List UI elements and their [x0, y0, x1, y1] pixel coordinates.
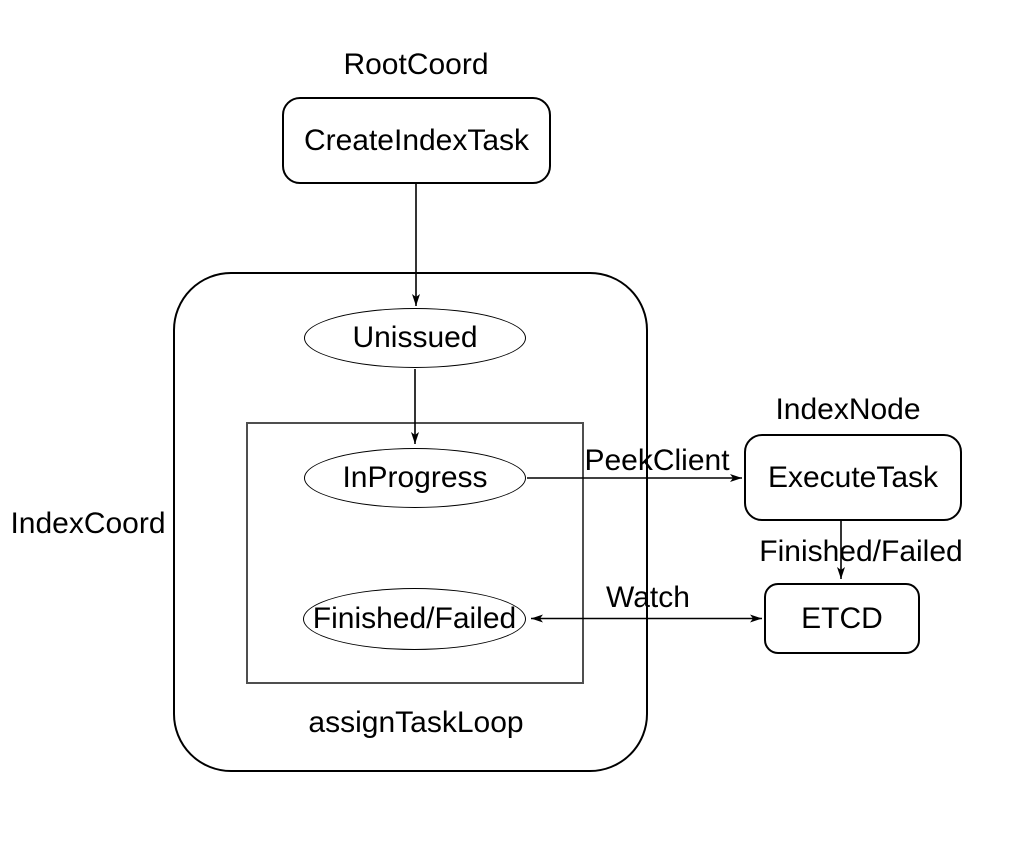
root-coord-label: RootCoord [343, 48, 489, 81]
state-in-progress: InProgress [304, 448, 526, 508]
peek-client-edge-label: PeekClient [584, 444, 730, 477]
node-create-index-task-label: CreateIndexTask [303, 123, 530, 157]
state-finished-failed: Finished/Failed [303, 588, 526, 650]
finished-failed-edge-label: Finished/Failed [759, 535, 963, 568]
assign-task-loop-label: assignTaskLoop [308, 706, 524, 739]
node-execute-task-label: ExecuteTask [767, 460, 939, 494]
state-unissued: Unissued [304, 308, 526, 368]
node-etcd: ETCD [764, 583, 920, 654]
node-execute-task: ExecuteTask [744, 434, 962, 521]
index-coord-label: IndexCoord [10, 507, 166, 540]
state-in-progress-label: InProgress [342, 461, 488, 494]
watch-edge-label: Watch [606, 581, 690, 614]
state-unissued-label: Unissued [352, 321, 478, 354]
index-coord-group-container [173, 272, 648, 772]
state-finished-failed-label: Finished/Failed [312, 602, 517, 635]
index-node-label: IndexNode [775, 393, 921, 426]
node-create-index-task: CreateIndexTask [282, 97, 551, 184]
node-etcd-label: ETCD [801, 601, 883, 635]
